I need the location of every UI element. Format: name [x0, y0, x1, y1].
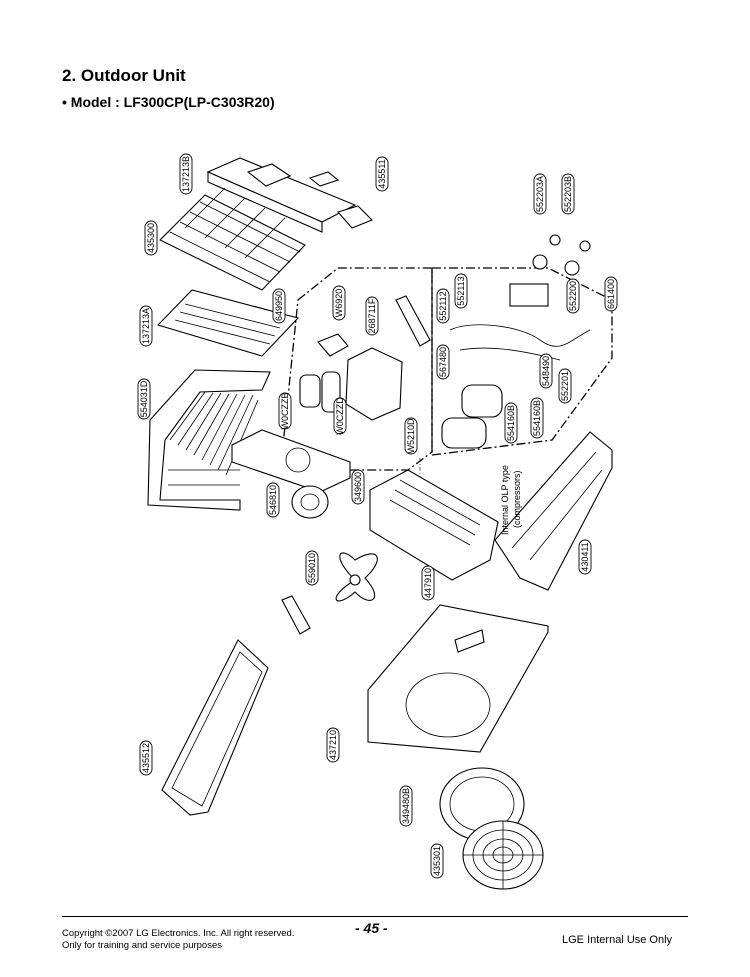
part-label: 552201 — [558, 368, 572, 404]
part-label: 552200 — [566, 278, 580, 314]
part-label: 567480 — [436, 344, 450, 380]
svg-text:430411: 430411 — [580, 542, 590, 571]
svg-text:137213B: 137213B — [181, 156, 191, 192]
handle-bracket — [337, 205, 373, 229]
part-label: 548490 — [539, 353, 553, 389]
svg-text:435301: 435301 — [432, 846, 442, 876]
svg-text:649950: 649950 — [274, 291, 284, 321]
svg-text:552203B: 552203B — [563, 176, 573, 212]
svg-text:546810: 546810 — [268, 485, 278, 515]
compressors — [441, 283, 591, 449]
part-label: 437210 — [326, 727, 340, 763]
side-panel — [161, 639, 269, 816]
part-label: 430411 — [578, 539, 592, 575]
svg-text:552113: 552113 — [456, 276, 466, 305]
part-label: 552203A — [533, 173, 547, 215]
svg-text:Internal OLP type: Internal OLP type — [500, 465, 510, 535]
part-label: 661400 — [604, 276, 618, 312]
part-label: 552203B — [561, 173, 575, 215]
partition-plate — [369, 469, 499, 581]
service-valves — [532, 234, 591, 276]
part-label: 349600 — [351, 469, 365, 505]
small-bracket — [281, 595, 311, 635]
model-subtitle: • Model : LF300CP(LP-C303R20) — [62, 94, 275, 110]
top-cover — [206, 157, 357, 233]
svg-text:552201: 552201 — [560, 371, 570, 401]
part-label: 447910 — [421, 565, 435, 601]
part-label: W5210D — [404, 417, 418, 455]
svg-text:447910: 447910 — [423, 568, 433, 598]
svg-text:661400: 661400 — [606, 279, 616, 309]
svg-text:W5210D: W5210D — [406, 418, 416, 454]
part-label: 435511 — [375, 156, 389, 192]
svg-text:137213A: 137213A — [141, 308, 151, 344]
svg-text:349480B: 349480B — [401, 788, 411, 824]
svg-text:554160B: 554160B — [532, 400, 542, 436]
svg-text:552112: 552112 — [438, 291, 448, 320]
control-box — [299, 295, 431, 421]
part-label: 435301 — [430, 843, 444, 879]
part-label: 552112 — [436, 288, 450, 324]
svg-text:435512: 435512 — [141, 743, 151, 773]
page-title: 2. Outdoor Unit — [62, 66, 186, 85]
svg-text:437210: 437210 — [328, 730, 338, 760]
footer-divider — [62, 916, 688, 917]
front-panel — [367, 604, 549, 753]
svg-text:554031D: 554031D — [139, 380, 149, 417]
part-label: W0CZZB — [278, 393, 292, 430]
part-label: 552113 — [454, 273, 468, 309]
part-label: 649950 — [272, 288, 286, 324]
part-label: 268711F — [365, 296, 379, 336]
copyright-text: Copyright ©2007 LG Electronics. Inc. All… — [62, 928, 295, 939]
svg-text:268711F: 268711F — [367, 298, 377, 333]
rear-grille — [159, 187, 306, 291]
svg-text:548490: 548490 — [541, 356, 551, 386]
svg-text:559010: 559010 — [307, 553, 317, 583]
fan-motor — [291, 485, 329, 519]
training-note: Only for training and service purposes — [62, 940, 222, 951]
svg-text:349600: 349600 — [353, 472, 363, 502]
part-label: W6920 — [332, 285, 346, 321]
base-plate — [156, 289, 300, 357]
svg-text:552200: 552200 — [568, 281, 578, 311]
svg-text:554160B: 554160B — [506, 405, 516, 441]
part-label: 435512 — [139, 740, 153, 776]
part-label: 554160B — [530, 397, 544, 439]
part-label: 349480B — [399, 785, 413, 827]
motor-bracket — [231, 429, 351, 493]
fan-guard — [462, 820, 544, 890]
svg-text:552203A: 552203A — [535, 176, 545, 212]
svg-text:W0CZZD: W0CZZD — [335, 397, 345, 435]
condenser-coil — [147, 369, 271, 511]
part-label: 137213B — [179, 153, 193, 195]
base-pan — [494, 431, 613, 591]
part-label: W0CZZD — [333, 397, 347, 435]
svg-text:W6920: W6920 — [334, 289, 344, 318]
part-label: 554031D — [137, 378, 151, 420]
part-label: 559010 — [305, 550, 319, 586]
footer-copyright: Copyright ©2007 LG Electronics. Inc. All… — [62, 928, 294, 952]
part-label: 546810 — [266, 482, 280, 518]
svg-text:435300: 435300 — [146, 223, 156, 253]
part-label: 137213A — [139, 305, 153, 347]
internal-use-label: LGE Internal Use Only — [562, 934, 673, 946]
svg-text:W0CZZB: W0CZZB — [280, 393, 290, 430]
svg-text:(compressors): (compressors) — [512, 470, 522, 528]
svg-text:435511: 435511 — [377, 159, 387, 188]
svg-text:567480: 567480 — [438, 347, 448, 377]
part-label: 554160B — [504, 402, 518, 444]
fan-propeller — [335, 552, 378, 602]
compressor-group — [431, 267, 613, 456]
page-number: - 45 - — [355, 920, 388, 936]
olp-annotation: Internal OLP type (compressors) — [500, 465, 522, 535]
part-label: 435300 — [144, 220, 158, 256]
